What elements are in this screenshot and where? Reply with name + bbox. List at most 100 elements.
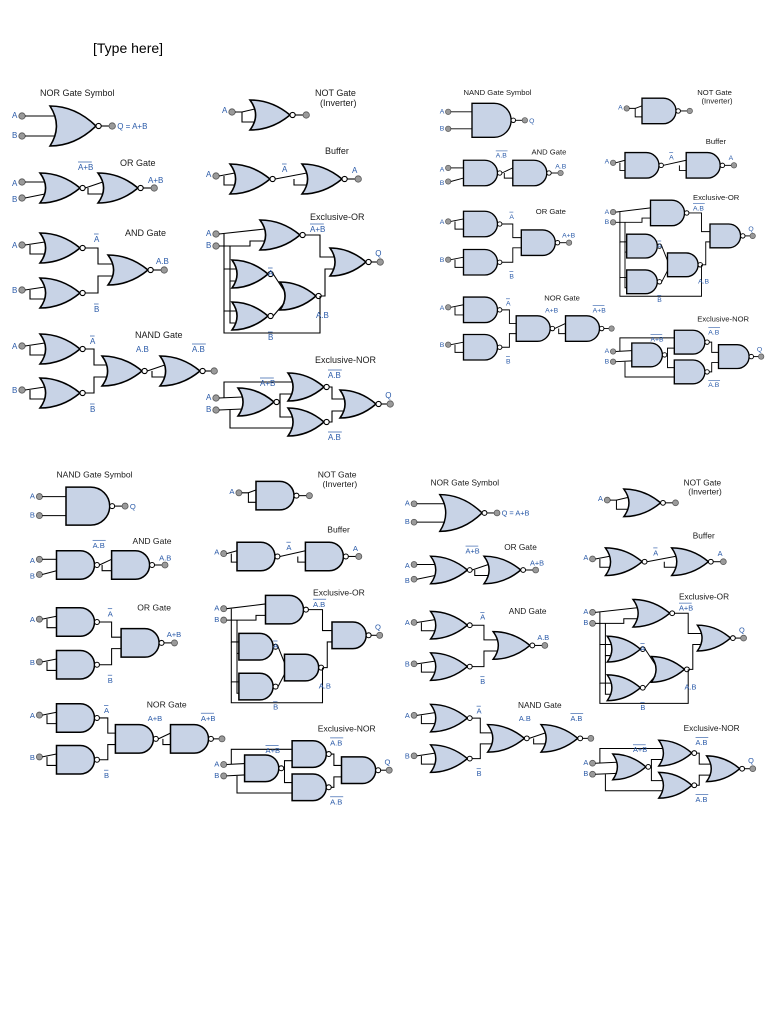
- row2-port-a: A: [440, 166, 445, 173]
- row4-gate-2: [55, 744, 96, 775]
- wire: [472, 564, 489, 571]
- buffer-title: Buffer: [693, 532, 715, 541]
- xor-port-b: B: [583, 618, 588, 627]
- wire: [158, 732, 171, 740]
- xnor-title: Exclusive-NOR: [697, 315, 749, 324]
- row4-gate-2: [38, 377, 82, 409]
- row2-mid-label: A+B: [78, 163, 93, 172]
- wire: [644, 675, 656, 689]
- row3-gate-1: [462, 210, 499, 238]
- xor-port-b: B: [206, 241, 211, 250]
- row4-port-b: B: [440, 342, 445, 349]
- inversion-bubble: [510, 117, 516, 123]
- row2-gate-2: [96, 172, 140, 204]
- wire: [688, 212, 711, 233]
- wire: [226, 550, 238, 555]
- row3-b-bar: B: [480, 677, 485, 686]
- wire: [236, 775, 293, 794]
- wire: [599, 747, 663, 764]
- inversion-bubble: [79, 289, 86, 297]
- terminal: [108, 122, 116, 130]
- wire: [416, 752, 436, 757]
- wire: [420, 663, 436, 673]
- inversion-bubble: [289, 111, 296, 119]
- wire: [277, 646, 285, 664]
- inversion-bubble: [342, 553, 349, 560]
- symbol-gate: [438, 493, 484, 533]
- row4-title: NOR Gate: [147, 700, 187, 710]
- wire: [236, 653, 239, 694]
- wire: [663, 561, 677, 568]
- inversion-bubble: [656, 279, 663, 285]
- xor-a-bar: A: [268, 269, 274, 278]
- terminal: [589, 555, 596, 563]
- terminal: [603, 496, 611, 504]
- row4-gate-4: [564, 315, 601, 342]
- wire: [604, 774, 663, 792]
- row2-mid-label: A.B: [93, 541, 105, 550]
- wire: [283, 760, 293, 769]
- wire: [709, 341, 719, 353]
- inversion-bubble: [109, 503, 116, 510]
- wire: [218, 396, 243, 399]
- type-here-placeholder[interactable]: [Type here]: [93, 40, 164, 56]
- buffer-gate-2: [685, 151, 721, 179]
- inversion-bubble: [79, 244, 86, 252]
- xor-gate-4: [649, 655, 686, 683]
- wire: [87, 188, 103, 195]
- row2-title: AND Gate: [133, 536, 172, 546]
- inversion-bubble: [278, 765, 285, 772]
- inversion-bubble: [466, 663, 473, 670]
- terminal: [610, 209, 617, 216]
- inversion-bubble: [272, 643, 279, 650]
- xor-a-bar: A: [640, 644, 645, 653]
- inversion-bubble: [639, 646, 646, 653]
- terminal: [305, 492, 313, 500]
- xor-gate-1: [264, 594, 305, 625]
- wire: [663, 159, 687, 166]
- port-b: B: [440, 126, 445, 133]
- terminal: [35, 493, 43, 501]
- row2-port-a: A: [12, 179, 18, 188]
- row4-b-bar: B: [104, 771, 109, 780]
- buffer-gate-2: [300, 163, 344, 195]
- row4-out-label: A+B: [593, 307, 607, 314]
- wire: [696, 752, 711, 765]
- inversion-bubble: [704, 339, 710, 345]
- terminal: [410, 660, 418, 668]
- terminal: [410, 561, 418, 568]
- row3-gate-1: [38, 232, 82, 264]
- terminal: [730, 162, 738, 169]
- inversion-bubble: [691, 782, 698, 789]
- wire: [297, 556, 306, 563]
- xor-gate-5: [331, 621, 367, 650]
- wire: [678, 165, 687, 171]
- xor-gate-5: [695, 624, 732, 652]
- wire: [501, 223, 522, 239]
- wire: [329, 386, 345, 400]
- xor-q-label: Q: [739, 626, 745, 635]
- row3-b-bar: B: [108, 676, 113, 685]
- wire: [151, 371, 165, 378]
- inversion-bubble: [523, 735, 530, 742]
- terminal: [121, 502, 129, 510]
- xor-gate-4: [666, 252, 699, 278]
- row4-gate-2: [462, 333, 499, 361]
- row2-title: OR Gate: [120, 158, 156, 168]
- wire: [230, 553, 238, 563]
- wire: [42, 753, 57, 758]
- xnor-gate-3: [286, 407, 326, 437]
- wire: [529, 732, 546, 739]
- row4-mid-label: A+B: [545, 307, 559, 314]
- inversion-bubble: [79, 389, 86, 397]
- wire: [42, 570, 57, 576]
- xnor-bottom-label: A.B: [330, 797, 342, 806]
- inversion-bubble: [147, 266, 154, 274]
- row3-a-bar: A: [509, 214, 514, 221]
- xnor-title: Exclusive-NOR: [315, 355, 377, 365]
- wire: [595, 772, 617, 775]
- wire: [666, 347, 675, 356]
- inversion-bubble: [93, 756, 100, 763]
- row3-port-b: B: [12, 286, 17, 295]
